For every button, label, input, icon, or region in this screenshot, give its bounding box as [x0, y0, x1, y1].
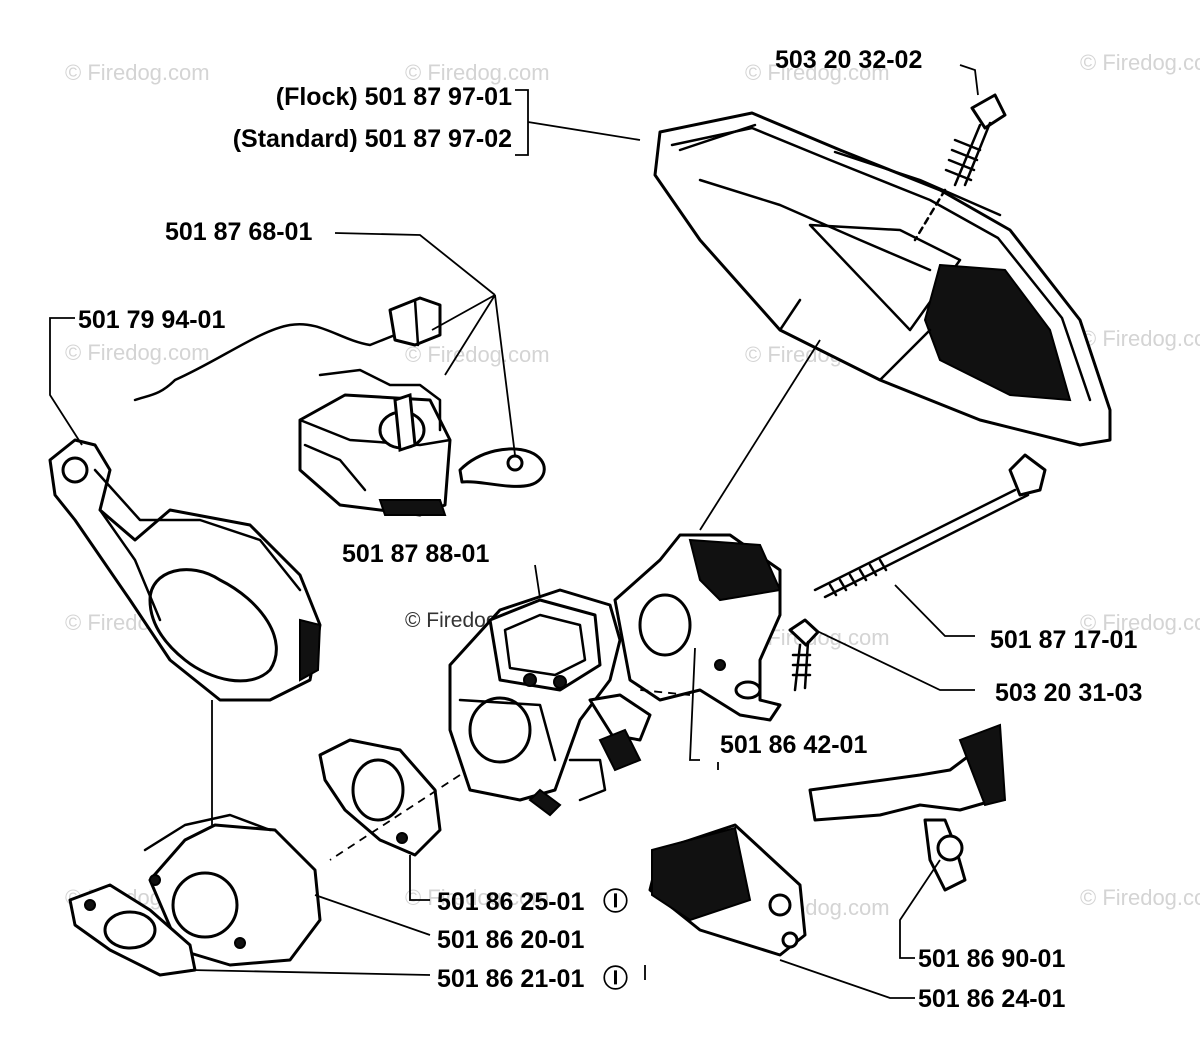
label-intake-block: 501 86 20-01	[437, 926, 584, 954]
label-screw-top: 503 20 32-02	[775, 46, 922, 74]
label-lever-left: 501 79 94-01	[78, 306, 225, 334]
long-screw	[813, 453, 1047, 599]
kit-mark-gasket-low: Ⓘ	[603, 964, 628, 993]
filter-holder	[298, 368, 452, 517]
screw-top	[913, 93, 1007, 242]
watermark: © Firedog.com	[1080, 610, 1200, 635]
part-labels: (Flock) 501 87 97-01 (Standard) 501 87 9…	[78, 46, 1142, 1013]
watermark: © Firedog.com	[1080, 885, 1200, 910]
carb-flange	[613, 533, 782, 722]
label-small-screw: 503 20 31-03	[995, 679, 1142, 707]
left-lever	[48, 438, 322, 702]
watermark: © Firedog.com	[65, 60, 210, 85]
label-cover-standard: (Standard) 501 87 97-02	[233, 125, 512, 153]
throttle-lever	[808, 723, 1007, 892]
watermark: © Firedog.com	[405, 885, 550, 910]
gasket-low	[68, 883, 197, 977]
label-gasket-low: 501 86 21-01	[437, 965, 584, 993]
watermark: © Firedog.com	[405, 60, 550, 85]
label-foam-filter: 501 86 24-01	[918, 985, 1065, 1013]
choke-link	[133, 296, 442, 402]
leader-lines	[49, 64, 979, 999]
label-carb-gasket: 501 86 42-01	[720, 731, 867, 759]
gasket-mid	[318, 738, 442, 857]
kit-mark-gasket-mid: Ⓘ	[603, 887, 628, 916]
choke-lever	[458, 447, 546, 488]
label-choke-link: 501 87 68-01	[165, 218, 312, 246]
air-filter-cover	[653, 111, 1112, 447]
assembly-lines	[211, 689, 691, 861]
label-gasket-mid: 501 86 25-01	[437, 888, 584, 916]
watermark-layer: © Firedog.com © Firedog.com © Firedog.co…	[65, 50, 1200, 920]
watermark: © Firedog.com	[1080, 50, 1200, 75]
label-throttle-lever: 501 86 90-01	[918, 945, 1065, 973]
intake-block	[143, 813, 322, 967]
watermark: © Firedog.com	[405, 342, 550, 367]
carburetor	[448, 588, 652, 817]
small-screw	[788, 618, 820, 692]
label-cover-flock: (Flock) 501 87 97-01	[276, 83, 512, 111]
label-long-screw: 501 87 17-01	[990, 626, 1137, 654]
watermark: © Firedog.com	[65, 340, 210, 365]
foam-filter	[648, 823, 807, 957]
watermark: © Firedog.com	[1080, 326, 1200, 351]
watermark: © Firedog.com	[745, 60, 890, 85]
label-filter-holder: 501 87 88-01	[342, 540, 489, 568]
